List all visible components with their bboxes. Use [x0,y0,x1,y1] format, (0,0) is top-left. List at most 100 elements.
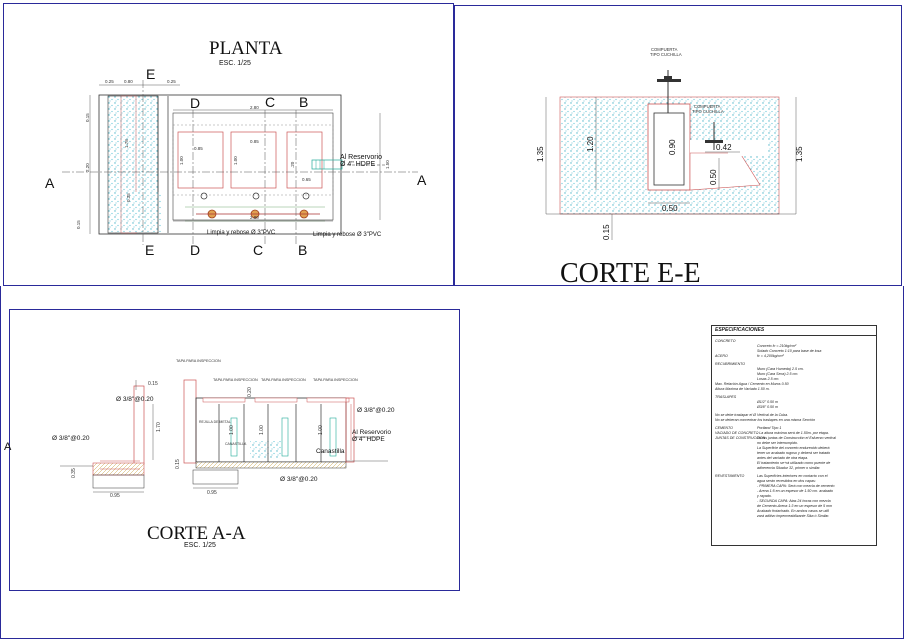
svg-text:1.00: 1.00 [233,156,238,165]
spec-concreto-row: Solado Concreto 1:10 para base de losa [715,349,873,354]
svg-text:0.85: 0.85 [194,146,203,151]
svg-text:TAPA PARA INSPECCION: TAPA PARA INSPECCION [313,378,358,382]
svg-text:CANASTILLA: CANASTILLA [225,442,247,446]
svg-text:D: D [190,242,200,258]
svg-text:Ø 4" HDPE: Ø 4" HDPE [340,161,375,168]
svg-text:TAPA PARA INSPECCION: TAPA PARA INSPECCION [176,359,221,363]
svg-text:0.15: 0.15 [148,381,158,387]
svg-text:TIPO CUCHILLA: TIPO CUCHILLA [650,52,682,57]
spec-revestimiento-row: - PRIMERA CAPA: Será con mezcla de cemen… [715,484,873,489]
spec-revestimiento-row-value: Acabado frotachado. En ambos casos se ut… [757,509,829,513]
sheet-frame-corte-aa [9,309,460,591]
svg-text:Ø 3/8"@0.20: Ø 3/8"@0.20 [357,407,395,414]
spec-revestimiento-row-value: y rayado. [757,494,772,498]
svg-text:0.42: 0.42 [716,143,732,152]
svg-text:REJILLA DE METAL: REJILLA DE METAL [199,420,231,424]
spec-revestimiento-row-value: de Cemento-Arena 1:3 en un espesor de 5 … [757,504,833,508]
planta-drawing: A A E E D D C C B B 0.25 0.80 0.25 2.80 … [45,66,427,258]
svg-text:.20: .20 [290,161,295,168]
svg-text:C: C [265,94,275,110]
spec-concreto-row: ACERO fc = 4,200kg/cm² [715,354,873,359]
svg-text:1.78: 1.78 [124,139,129,148]
sheet-frame-planta [3,3,454,286]
svg-text:1.70: 1.70 [156,422,162,432]
spec-revestimiento-row: y rayado. [715,494,873,499]
spec-misc-row: Max. Relación Agua / Cemento en Muros 0.… [715,382,789,386]
spec-cemento-row-key: VACIADO DE CONCRETO [715,431,759,435]
corte-aa-scale: ESC. 1/25 [184,542,216,549]
svg-text:1.50: 1.50 [385,160,390,169]
svg-text:0.15: 0.15 [175,459,181,469]
spec-revestimiento-row-value: zará aditivo impermeabilizante Sika ó Si… [757,514,830,518]
svg-text:E: E [145,242,154,258]
spec-traslapes-row: Ø1/2" 0.50 m [757,400,779,404]
spec-recubrimiento-row-value: Muro (Cara Humeda) 2.5 cm. [757,367,804,371]
svg-text:Al Reservorio: Al Reservorio [340,154,382,161]
corte-ee-drawing: COMPUERTA TIPO CUCHILLA COMPUERTA TIPO C… [536,47,804,240]
spec-recubrimiento-row-value: Muro (Cara Seca) 2.5 cm. [757,372,799,376]
specs-concreto: CONCRETO [715,339,736,343]
section-a-left: A [45,175,55,191]
sheet-frame-corte-ee [454,5,902,286]
spec-revestimiento-row-value: - Arena 1:5 en un espesor de 1.50 cm. ac… [757,489,833,493]
planta-scale: ESC. 1/25 [219,60,251,67]
spec-cemento-row: La Superficie del concreto endurecido de… [715,446,873,451]
svg-text:Limpia y rebose Ø 3"PVC: Limpia y rebose Ø 3"PVC [313,232,382,238]
spec-revestimiento-row-value: - PRIMERA CAPA: Será con mezcla de cemen… [757,484,835,488]
svg-text:Limpia y rebose Ø 3"PVC: Limpia y rebose Ø 3"PVC [207,230,276,236]
svg-text:1.35: 1.35 [536,146,545,162]
spec-cemento-row-value: adherencia Sikadur 32, primer o similar. [757,466,821,470]
svg-text:0.95: 0.95 [110,493,120,499]
svg-text:0.80: 0.80 [124,79,133,84]
spec-revestimiento-row: - SEGUNDA CAPA: Atas 24 horas con mezcla [715,499,873,504]
spec-recubrimiento-row-value: Losas 2.5 cm. [757,377,780,381]
spec-revestimiento-row: de Cemento-Arena 1:3 en un espesor de 5 … [715,504,873,509]
specs-title: ESPECIFICACIONES [712,328,876,336]
spec-concreto-row-key: ACERO [715,354,728,358]
spec-cemento-row: VACIADO DE CONCRETO- La altura máxima se… [715,431,873,436]
spec-cemento-row-value: tener un acabado rugoso y deberá ser tra… [757,451,831,455]
svg-text:E: E [146,66,155,82]
spec-cemento-row-value: En las juntas de Construcción el Esfuerz… [757,436,836,440]
svg-text:0.25: 0.25 [105,79,114,84]
spec-cemento-row-value: no debe ser interrumpido. [757,441,798,445]
spec-cemento-row-key: CEMENTO [715,426,733,430]
section-a-right: A [417,172,427,188]
svg-text:0.25: 0.25 [167,79,176,84]
svg-text:TAPA PARA INSPECCION: TAPA PARA INSPECCION [261,378,306,382]
spec-concreto-row-value: fc = 4,200kg/cm² [757,354,784,358]
svg-text:B: B [299,94,308,110]
spec-cemento-row: tener un acabado rugoso y deberá ser tra… [715,451,873,456]
svg-text:0.35: 0.35 [71,468,77,478]
svg-text:0.90: 0.90 [668,139,677,155]
spec-cemento-row-value: La Superficie del concreto endurecido de… [757,446,830,450]
svg-text:D: D [190,95,200,111]
svg-text:0.50: 0.50 [662,204,678,213]
svg-text:Canastilla: Canastilla [316,448,345,455]
svg-text:0.20: 0.20 [247,387,253,397]
spec-misc-row: Altura Maxima de Vaciado 1.50 m. [715,387,770,391]
sheet-frame-outer [0,286,904,639]
spec-cemento-row: El tratamiento se+rá utilizado como puen… [715,461,873,466]
spec-note-row: No se deberan concentrar los traslapes e… [715,418,816,422]
svg-text:A: A [4,441,12,453]
spec-cemento-row-key: JUNTAS DE CONSTRUCCION [715,436,766,440]
planta-title: PLANTA [209,38,283,59]
spec-recubrimiento-row: Muro (Cara Seca) 2.5 cm. [715,372,873,377]
svg-text:Ø 3/8"@0.20: Ø 3/8"@0.20 [116,396,154,403]
svg-text:2.80: 2.80 [250,215,259,220]
spec-revestimiento-row-key: REVESTIMIENTO [715,474,745,478]
svg-text:0.15: 0.15 [76,220,81,229]
svg-text:2.20: 2.20 [85,163,90,172]
spec-revestimiento-row-key [715,514,757,519]
spec-cemento-row-value: El tratamiento se+rá utilizado como puen… [757,461,831,465]
svg-text:COMPUERTA: COMPUERTA [694,104,721,109]
spec-revestimiento-row-value: Las Superficies interiores en contacto c… [757,474,828,478]
spec-revestimiento-row: - Arena 1:5 en un espesor de 1.50 cm. ac… [715,489,873,494]
spec-cemento-row-value: antes del vaciado de otra etapa. [757,456,809,460]
svg-text:Ø 4" HDPE: Ø 4" HDPE [352,436,385,443]
specifications-panel: ESPECIFICACIONES CONCRETO Concreto fc = … [711,325,877,546]
spec-revestimiento-row-value: - SEGUNDA CAPA: Atas 24 horas con mezcla [757,499,831,503]
